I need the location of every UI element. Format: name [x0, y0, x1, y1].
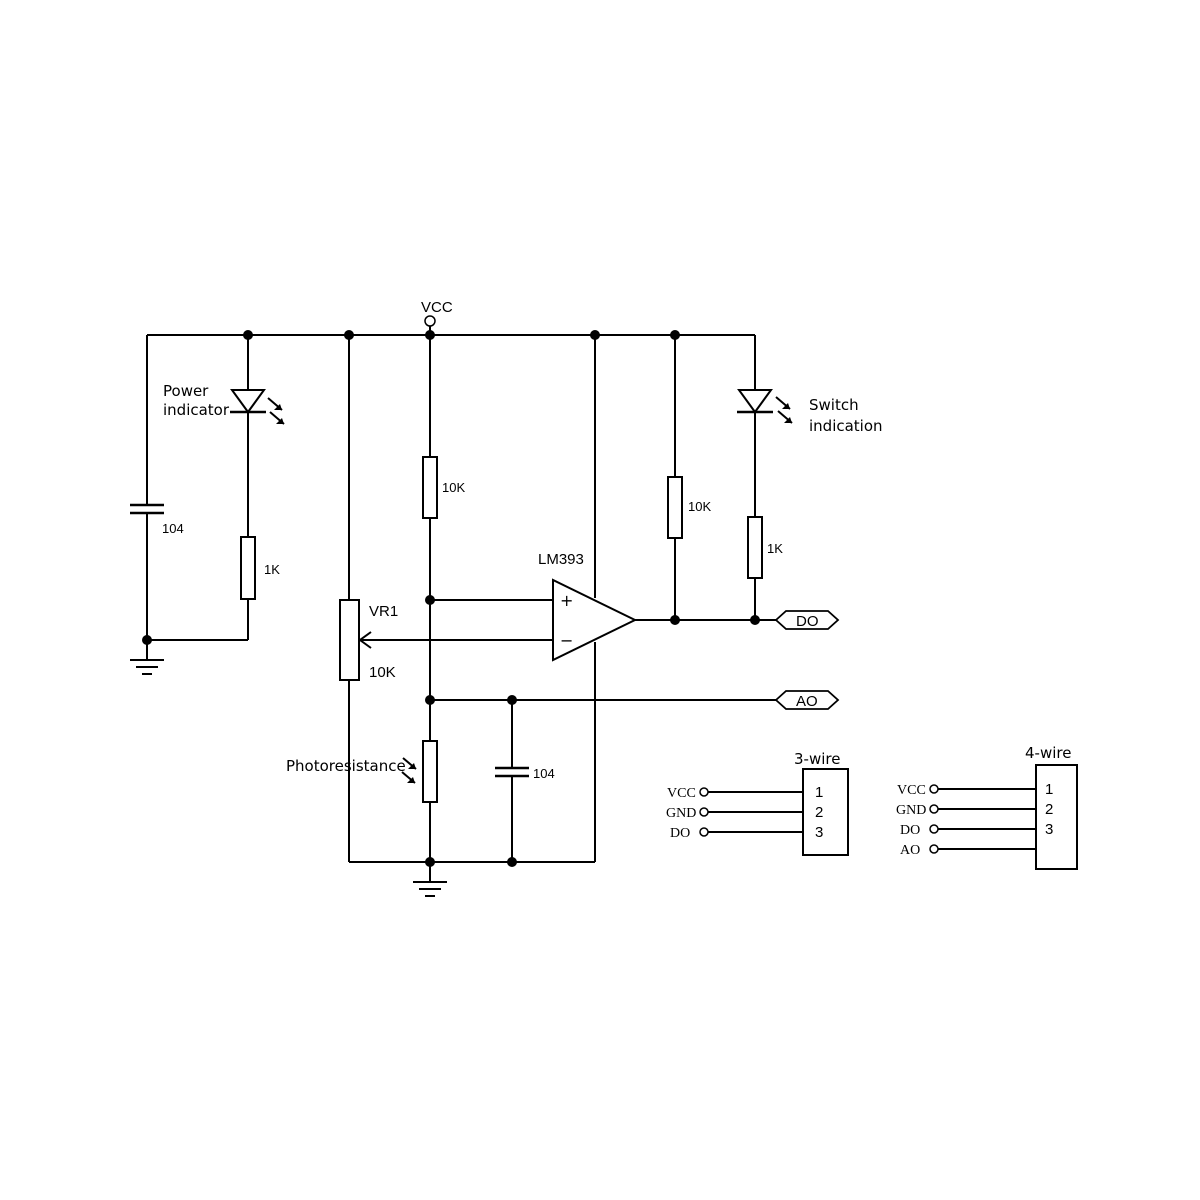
res-pullup-out-label: 10K	[688, 499, 711, 514]
svg-text:DO: DO	[670, 826, 690, 841]
svg-text:DO: DO	[900, 823, 920, 838]
divider-branch: 10K Photoresistance	[286, 335, 776, 862]
junction-dots	[142, 330, 760, 867]
pot-name-label: VR1	[369, 603, 398, 620]
connector-4wire-title: 4-wire	[1025, 744, 1071, 762]
opamp-plus-sign: +	[560, 591, 573, 610]
cap-mid-branch: 104	[495, 700, 555, 862]
vcc-rail: VCC	[147, 299, 755, 336]
svg-text:AO: AO	[900, 843, 920, 858]
vcc-terminal	[424, 315, 436, 327]
cap-mid-label: 104	[533, 766, 555, 781]
svg-text:2: 2	[1045, 801, 1053, 818]
resistor-pullup-plus	[422, 456, 438, 519]
resistor-pullup-out	[667, 476, 683, 539]
photoresistor-label: Photoresistance	[286, 757, 406, 775]
svg-text:GND: GND	[896, 803, 926, 818]
res-pullup-plus-label: 10K	[442, 480, 465, 495]
photoresistor	[422, 740, 438, 803]
connector-4wire: 4-wire VCC GND DO AO 1 2 3	[896, 744, 1078, 870]
svg-text:DO: DO	[796, 613, 819, 630]
opamp-minus-sign: −	[560, 631, 573, 650]
svg-text:GND: GND	[666, 806, 696, 821]
output-pullup-branch: 10K	[667, 335, 711, 620]
opamp-lm393: + − LM393	[538, 335, 776, 862]
power-indicator-line1: Power	[163, 382, 209, 400]
switch-indication-line2: indication	[809, 417, 883, 435]
potentiometer-vr1	[339, 599, 360, 681]
svg-text:1: 1	[815, 784, 823, 801]
svg-text:3: 3	[1045, 821, 1053, 838]
opamp-label: LM393	[538, 551, 584, 568]
light-arrows-icon	[401, 757, 417, 784]
resistor-power-led	[240, 536, 256, 600]
power-led-icon	[230, 389, 266, 414]
svg-text:VCC: VCC	[897, 783, 926, 798]
svg-text:AO: AO	[796, 693, 818, 710]
opamp-triangle	[552, 578, 638, 662]
cap-left-label: 104	[162, 521, 184, 536]
svg-text:2: 2	[815, 804, 823, 821]
switch-led-icon	[737, 389, 773, 414]
connector-3wire-title: 3-wire	[794, 750, 840, 768]
ground-icon-bottom	[413, 881, 447, 897]
switch-led-branch: Switch indication 1K	[737, 335, 883, 620]
cap-left-branch: 104	[130, 335, 184, 640]
switch-indication-line1: Switch	[809, 396, 859, 414]
vcc-label: VCC	[421, 299, 453, 316]
ground-icon-left	[130, 640, 164, 675]
pot-value-label: 10K	[369, 664, 396, 681]
wiper-arrow-icon	[358, 631, 372, 649]
output-tag-do: DO	[774, 610, 840, 630]
svg-text:1: 1	[1045, 781, 1053, 798]
resistor-switch-led	[747, 516, 763, 579]
svg-text:3: 3	[815, 824, 823, 841]
power-led-branch: Power indicator 1K	[147, 335, 285, 641]
ground-rail	[349, 861, 595, 882]
power-indicator-line2: indicator	[163, 401, 230, 419]
potentiometer-branch: VR1 10K	[339, 335, 553, 862]
svg-text:VCC: VCC	[667, 786, 696, 801]
res-switch-led-label: 1K	[767, 541, 783, 556]
output-tag-ao: AO	[774, 690, 840, 710]
res-power-led-label: 1K	[264, 562, 280, 577]
connector-3wire: 3-wire VCC GND DO 1 2 3	[666, 750, 849, 856]
